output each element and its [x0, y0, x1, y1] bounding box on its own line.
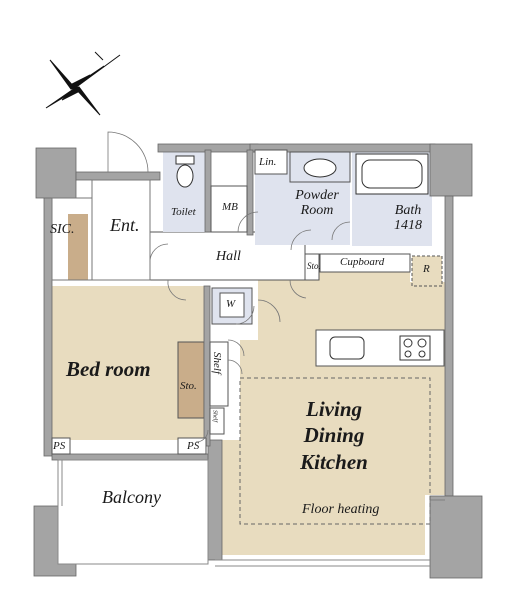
- door-swing-icon: [107, 131, 445, 501]
- bath-line1: Bath: [394, 203, 422, 218]
- shelf-small-label: Shelf: [211, 410, 218, 422]
- shelf-small-box: [209, 407, 225, 435]
- ps-left-label: PS: [53, 440, 66, 452]
- refrigerator-label: R: [423, 263, 430, 275]
- sink-icon: [329, 336, 365, 360]
- balcony-label: Balcony: [102, 487, 161, 507]
- mb-label: MB: [222, 201, 238, 213]
- sic-frame: [51, 197, 93, 281]
- sic-label: SIC.: [50, 222, 75, 237]
- kitchen-floor-strip: [258, 280, 322, 340]
- bedroom-label: Bed room: [66, 357, 151, 381]
- hall-storage-label: Sto.: [307, 261, 321, 271]
- sic-floor: [68, 214, 88, 280]
- washer-inner: [219, 292, 245, 318]
- balcony-area: [57, 459, 209, 565]
- hall-storage-box: [304, 253, 320, 281]
- ldk-line1: Living: [306, 397, 362, 421]
- floor-heating-area: [239, 377, 431, 525]
- wall-toilet-right: [204, 149, 212, 233]
- bath-line2: 1418: [394, 218, 422, 234]
- entrance-label: Ent.: [110, 215, 140, 235]
- wall-ldk-left: [207, 439, 223, 561]
- wall-left: [43, 177, 53, 457]
- shelf-label: Shelf: [211, 352, 224, 374]
- hall-label: Hall: [216, 249, 241, 264]
- powder-room-label: Powder Room: [286, 188, 348, 219]
- column-bottomright: [429, 495, 483, 579]
- powder-room-counter: [289, 151, 351, 183]
- wall-top-mid: [75, 171, 161, 181]
- wall-topright: [429, 143, 473, 197]
- storage-closet: [177, 341, 205, 419]
- powder-room-line2: Room: [300, 203, 334, 219]
- ps-left-box: [51, 437, 71, 455]
- floor-heating-label: Floor heating: [302, 502, 380, 517]
- powder-room-line1: Powder: [295, 188, 339, 203]
- compass-icon: [45, 51, 121, 116]
- lin-box: [254, 149, 288, 175]
- wall-topleft: [35, 147, 77, 199]
- cupboard-label: Cupboard: [340, 256, 385, 268]
- stove-icon: [399, 335, 431, 361]
- toilet-label: Toilet: [171, 206, 196, 218]
- ldk-label: Living Dining Kitchen: [286, 396, 382, 475]
- storage-label: Sto.: [180, 380, 197, 392]
- bathtub-icon: [355, 153, 429, 195]
- ldk-line2: Dining: [303, 423, 365, 448]
- bath-label: Bath 1418: [386, 203, 430, 234]
- washer-label: W: [226, 298, 236, 310]
- refrigerator-box: [411, 255, 443, 287]
- ps-right-label: PS: [187, 440, 200, 452]
- shelf-box: [209, 341, 229, 407]
- cupboard-box: [319, 253, 411, 273]
- wall-bedroom-inner: [203, 285, 211, 447]
- ldk-line3: Kitchen: [300, 449, 368, 474]
- wall-right: [444, 195, 454, 497]
- toilet-icon: [175, 155, 195, 188]
- washbasin-icon: [303, 158, 337, 178]
- mb-closet: [210, 185, 248, 233]
- lin-label: Lin.: [259, 156, 277, 168]
- wall-bottom: [51, 453, 213, 461]
- wall-mb-right: [246, 149, 254, 236]
